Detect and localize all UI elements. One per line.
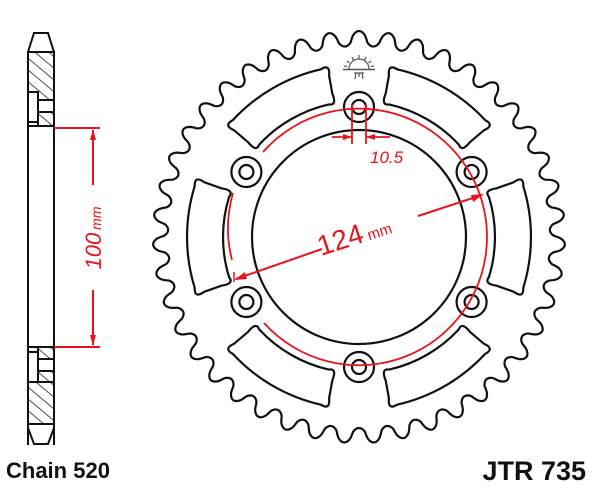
sprocket-teeth-outline [152, 29, 566, 444]
center-bore [250, 128, 468, 346]
hub-height-dimension [54, 127, 100, 348]
part-number-label: JTR 735 [482, 456, 586, 486]
pcd-circle [227, 107, 488, 367]
lightening-slot [382, 66, 491, 150]
bolt-hole [342, 90, 376, 124]
side-profile-view [27, 32, 55, 445]
sun-logo-icon [343, 55, 375, 80]
lightening-slot [486, 178, 533, 296]
bolt-hole [342, 350, 376, 384]
bolt-hole [455, 155, 488, 189]
side-lower-hatch [27, 381, 55, 425]
pcd-dimension [233, 194, 484, 282]
bolt-hole [230, 285, 263, 319]
lightening-slots [185, 66, 533, 408]
bolt-hole-dimension [332, 104, 390, 144]
sprocket-front-view [152, 29, 566, 444]
bolt-hole [455, 285, 488, 319]
lightening-slot [382, 324, 491, 408]
lightening-slot [185, 178, 232, 296]
hub-height-label: 100mm [81, 206, 106, 269]
lightening-slot [227, 324, 336, 408]
pcd-label: 124mm [313, 209, 395, 262]
bolt-hole [230, 155, 263, 189]
lightening-slot [227, 66, 336, 150]
side-bottom-tooth [27, 424, 55, 445]
bolt-hole-label: 10.5 [370, 148, 404, 167]
chain-size-label: Chain 520 [6, 458, 110, 483]
side-top-tooth [27, 32, 55, 53]
